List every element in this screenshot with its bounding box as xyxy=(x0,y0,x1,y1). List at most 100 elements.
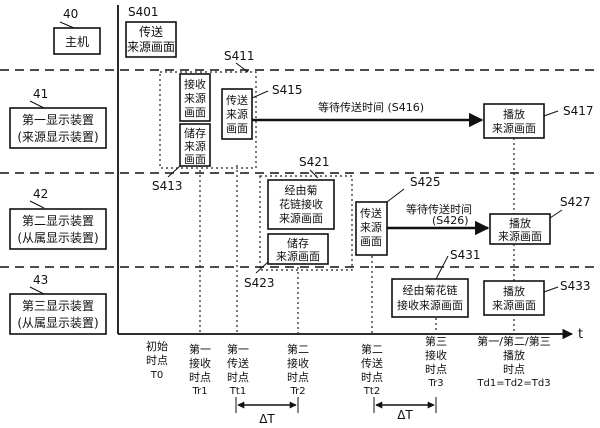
second-display-ref: 42 xyxy=(33,187,48,201)
time-point-label: 第三 xyxy=(425,334,447,348)
s425-line1: 传送 xyxy=(360,206,382,220)
time-point-label: 传送 xyxy=(361,356,383,370)
time-point-tt1: 第一 传送 时点 Tt1 xyxy=(227,342,249,397)
s426-line1: 等待传送时间 xyxy=(406,202,472,216)
time-point-label: Tr2 xyxy=(289,386,305,397)
s415-box xyxy=(221,88,253,140)
time-point-label: 初始 xyxy=(146,339,168,353)
time-point-label: Tt1 xyxy=(229,386,246,397)
s433-leader xyxy=(543,286,559,293)
s425-id: S425 xyxy=(410,175,441,189)
s411-line2: 来源 xyxy=(184,91,206,105)
s431-leader xyxy=(435,255,449,280)
s417-line2: 来源画面 xyxy=(492,121,536,135)
s423-id: S423 xyxy=(244,276,275,290)
delta-t-interval-2: ΔT xyxy=(373,397,437,422)
s413-line1: 储存 xyxy=(184,126,206,140)
time-point-label: 时点 xyxy=(189,371,211,384)
s421-id: S421 xyxy=(299,155,330,169)
host-box xyxy=(53,27,101,55)
delta-t-label: ΔT xyxy=(397,408,413,422)
s401-id: S401 xyxy=(128,5,159,19)
s425-leader xyxy=(386,188,405,203)
time-point-tt2: 第二 传送 时点 Tt2 xyxy=(361,342,383,397)
s433-line2: 来源画面 xyxy=(492,298,536,312)
s413-line2: 来源 xyxy=(184,139,206,153)
s433-box xyxy=(483,280,545,316)
time-point-tr2: 第二 接收 时点 Tr2 xyxy=(287,342,309,397)
s421-line2: 花链接收 xyxy=(279,197,323,211)
s427-line1: 播放 xyxy=(509,216,531,230)
time-point-label: 第二 xyxy=(361,342,383,356)
s426-line2: (S426) xyxy=(432,214,469,227)
host-leader xyxy=(59,21,75,29)
time-axis-label: t xyxy=(578,327,583,342)
s423-box xyxy=(267,233,329,265)
s433-id: S433 xyxy=(560,279,591,293)
time-point-label: 接收 xyxy=(189,356,211,370)
s413-line3: 画面 xyxy=(184,153,206,166)
time-point-label: Td1=Td2=Td3 xyxy=(476,378,550,389)
s425-line2: 来源 xyxy=(360,220,382,234)
s401-box xyxy=(125,21,177,58)
time-point-td: 第一/第二/第三 播放 时点 Td1=Td2=Td3 xyxy=(476,334,550,389)
s417-id: S417 xyxy=(563,104,594,118)
s427-line2: 来源画面 xyxy=(498,229,542,243)
first-display-box xyxy=(9,107,107,149)
s401-line2: 来源画面 xyxy=(127,40,175,54)
time-point-label: 第二 xyxy=(287,342,309,356)
s413-leader xyxy=(167,165,181,178)
host-label: 主机 xyxy=(65,35,89,49)
s417-leader xyxy=(543,110,559,117)
s415-id: S415 xyxy=(272,83,303,97)
third-display-leader xyxy=(29,286,45,295)
delta-t-label: ΔT xyxy=(259,412,275,426)
s417-box xyxy=(483,103,545,139)
s431-id: S431 xyxy=(450,248,481,262)
s416-label: 等待传送时间 (S416) xyxy=(318,100,424,114)
s417-line1: 播放 xyxy=(503,107,525,121)
s401-line1: 传送 xyxy=(139,24,163,39)
s411-line3: 画面 xyxy=(184,106,206,119)
host-ref: 40 xyxy=(63,7,78,21)
s413-id: S413 xyxy=(152,179,183,193)
time-point-label: Tr1 xyxy=(191,386,207,397)
s423-leader xyxy=(255,261,269,274)
s415-line1: 传送 xyxy=(226,93,248,107)
s427-id: S427 xyxy=(560,195,591,209)
s427-box xyxy=(489,213,551,245)
s411-leader xyxy=(235,62,249,73)
first-display-line2: (来源显示装置) xyxy=(17,130,98,144)
second-display-box xyxy=(9,208,107,250)
s415-line3: 画面 xyxy=(226,122,248,135)
time-point-label: 第一/第二/第三 xyxy=(477,334,550,348)
time-point-label: 时点 xyxy=(361,371,383,384)
second-display-group-outline xyxy=(259,175,353,271)
time-point-label: Tr3 xyxy=(427,378,443,389)
s415-leader xyxy=(251,90,269,99)
s411-line1: 接收 xyxy=(184,77,206,91)
s421-line3: 来源画面 xyxy=(279,211,323,225)
s413-box xyxy=(179,123,211,167)
third-display-box xyxy=(9,293,107,335)
first-display-group-outline xyxy=(159,71,257,169)
s425-line3: 画面 xyxy=(360,235,382,248)
s433-line1: 播放 xyxy=(503,284,525,298)
s415-line2: 来源 xyxy=(226,107,248,121)
time-point-label: 时点 xyxy=(227,371,249,384)
first-display-ref: 41 xyxy=(33,87,48,101)
s421-line1: 经由菊 xyxy=(285,183,318,197)
time-point-label: 传送 xyxy=(227,356,249,370)
second-display-line2: (从属显示装置) xyxy=(17,231,98,245)
third-display-ref: 43 xyxy=(33,273,48,287)
time-point-label: 时点 xyxy=(146,354,168,367)
time-point-label: 第一 xyxy=(189,342,211,356)
time-point-label: T0 xyxy=(150,370,163,381)
time-point-label: 播放 xyxy=(503,348,525,362)
time-point-label: 第一 xyxy=(227,342,249,356)
time-point-label: 接收 xyxy=(287,356,309,370)
time-point-label: 时点 xyxy=(425,363,447,376)
time-point-label: 时点 xyxy=(287,371,309,384)
time-point-label: 接收 xyxy=(425,348,447,362)
